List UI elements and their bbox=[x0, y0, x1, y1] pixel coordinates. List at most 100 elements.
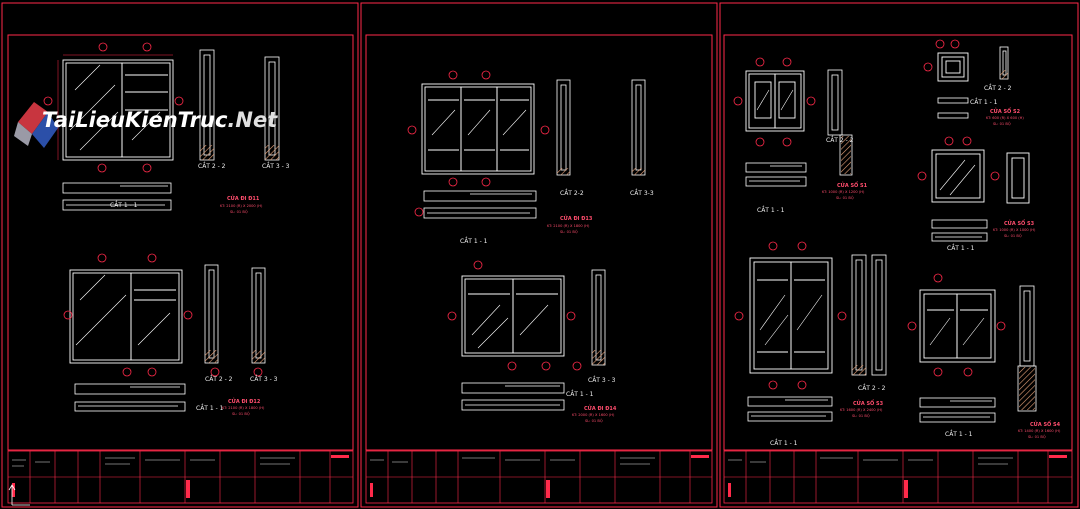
door-d14-elevation bbox=[461, 275, 565, 357]
d11-section-2-2 bbox=[199, 49, 280, 161]
s1-title: CỬA SỔ S1 bbox=[837, 181, 868, 189]
s4-title: CỬA SỔ S4 bbox=[1030, 420, 1061, 428]
sheet-1-outer-frame bbox=[1, 2, 359, 508]
s2-qty: SL: 01 BỘ bbox=[993, 121, 1011, 126]
window-s3b-elevation bbox=[749, 257, 833, 374]
s1-section-a-label: CẮT 1 - 1 bbox=[757, 206, 785, 214]
d11-spec: KT: 2100 (R) X 2000 (H) bbox=[220, 204, 263, 208]
d11-qty: SL: 01 BỘ bbox=[230, 209, 248, 214]
d12-title: CỬA ĐI Đ12 bbox=[228, 397, 261, 405]
d11-axis-bubbles bbox=[43, 42, 184, 173]
d11-section-hatch bbox=[200, 145, 279, 160]
d14-spec: KT: 2000 (R) X 1600 (H) bbox=[572, 413, 615, 417]
sheet-3-content: CẮT 2 - 2 CẮT 1 - 1 CỬA SỔ S1 KT: 1000 (… bbox=[733, 39, 1061, 447]
s3-qty: SL: 01 BỘ bbox=[1004, 233, 1022, 238]
s1-qty: SL: 01 BỘ bbox=[836, 195, 854, 200]
s1-section-b-label: CẮT 2 - 2 bbox=[826, 136, 854, 144]
d14-section-a-label: CẮT 1 - 1 bbox=[566, 390, 594, 398]
d14-section-hatch bbox=[592, 350, 605, 365]
d14-qty: SL: 01 BỘ bbox=[585, 418, 603, 423]
d13-section-b-label: CẮT 2-2 bbox=[560, 189, 584, 197]
d11-title: CỬA ĐI Đ11 bbox=[227, 194, 260, 202]
s3b-section bbox=[851, 254, 887, 376]
s3-title: CỬA SỔ S3 bbox=[1004, 219, 1035, 227]
sheet-3-drawing-area bbox=[723, 34, 1073, 451]
window-s4-elevation bbox=[919, 289, 996, 363]
d12-qty: SL: 01 BỘ bbox=[232, 411, 250, 416]
d14-section-b-label: CẮT 3 - 3 bbox=[588, 376, 616, 384]
s4-spec: KT: 1400 (R) X 1600 (H) bbox=[1018, 429, 1061, 433]
s4-section-hatch bbox=[1019, 367, 1035, 410]
s2-section-b-label: CẮT 2 - 2 bbox=[984, 84, 1012, 92]
sheet-3-labels: CẮT 2 - 2 CẮT 1 - 1 CỬA SỔ S1 KT: 1000 (… bbox=[757, 84, 1061, 447]
sheet-3-outer-frame bbox=[719, 2, 1079, 508]
s1-axis-bubbles bbox=[733, 57, 816, 147]
d11-plan-cut-1-1 bbox=[62, 182, 172, 211]
watermark: TaiLieuKienTruc.Net bbox=[14, 102, 278, 148]
s2-section-hatch bbox=[1000, 70, 1008, 79]
s4-plan-cut bbox=[919, 397, 996, 423]
d13-qty: SL: 01 BỘ bbox=[560, 229, 578, 234]
d13-axis-bubbles bbox=[407, 70, 550, 217]
d13-sections bbox=[556, 79, 646, 176]
door-d11-elevation bbox=[62, 59, 174, 161]
svg-text:TaiLieuKienTruc.Net: TaiLieuKienTruc.Net bbox=[42, 108, 278, 132]
ucs-axis-icon bbox=[8, 484, 30, 506]
d14-plan-cut bbox=[461, 382, 565, 411]
d12-section-c-label: CẮT 3 - 3 bbox=[250, 375, 278, 383]
s3-section-a-label: CẮT 1 - 1 bbox=[947, 244, 975, 252]
watermark-brand-main: TaiLieuKienTruc bbox=[42, 108, 228, 132]
s2-section-a-label: CẮT 1 - 1 bbox=[970, 98, 998, 106]
d12-spec: KT: 2100 (R) X 1800 (H) bbox=[222, 406, 265, 410]
sheet-2-outer-frame bbox=[360, 2, 718, 508]
s3b-section-b-label: CẮT 2 - 2 bbox=[858, 384, 886, 392]
d12-section-a-label: CẮT 1 - 1 bbox=[196, 404, 224, 412]
title-block-micro-text bbox=[12, 457, 1013, 467]
s2-spec: KT: 600 (R) X 600 (H) bbox=[986, 116, 1024, 120]
window-s2-elevation bbox=[937, 52, 969, 82]
s4-axis-bubbles bbox=[907, 273, 1006, 377]
s3b-spec: KT: 1600 (R) X 2400 (H) bbox=[840, 408, 883, 412]
s3b-plan-cut bbox=[747, 396, 833, 422]
d13-plan-cut bbox=[423, 190, 537, 219]
watermark-brand-tld: .Net bbox=[227, 108, 278, 132]
d12-section-lines bbox=[204, 264, 266, 364]
title-block-red-stamps bbox=[12, 455, 1067, 498]
s3b-section-a-label: CẮT 1 - 1 bbox=[770, 439, 798, 447]
sheet-1-drawing-area bbox=[7, 34, 354, 451]
d12-section-hatch bbox=[205, 350, 265, 363]
d13-spec: KT: 2100 (R) X 1800 (H) bbox=[547, 224, 590, 228]
d11-section-a-label: CẮT 1 - 1 bbox=[110, 201, 138, 209]
s4-section-a-label: CẮT 1 - 1 bbox=[945, 430, 973, 438]
s1-section-hatch bbox=[841, 136, 851, 174]
s3b-title: CỬA SỔ S3 bbox=[853, 399, 884, 407]
d13-section-a-label: CẮT 1 - 1 bbox=[460, 237, 488, 245]
window-s1-elevation bbox=[745, 70, 805, 132]
s3-plan-cut bbox=[931, 219, 988, 242]
d14-title: CỬA ĐI Đ14 bbox=[584, 404, 617, 412]
d13-section-hatch bbox=[557, 168, 645, 175]
sheet-2-labels: CẮT 2-2 CẮT 3-3 CẮT 1 - 1 CỬA ĐI Đ13 KT:… bbox=[460, 189, 654, 423]
d12-plan-cut-1-1 bbox=[74, 383, 186, 412]
d13-section-c-label: CẮT 3-3 bbox=[630, 189, 654, 197]
s4-qty: SL: 01 BỘ bbox=[1028, 434, 1046, 439]
s2-title: CỬA SỔ S2 bbox=[990, 107, 1021, 115]
s1-section bbox=[827, 69, 853, 176]
title-blocks bbox=[7, 450, 1073, 504]
sheet-1-content: CẮT 2 - 2 CẮT 3 - 3 CẮT 1 - 1 CỬA ĐI Đ11… bbox=[43, 42, 290, 416]
s3b-qty: SL: 01 BỘ bbox=[852, 413, 870, 418]
s3-axis-bubbles bbox=[917, 136, 1000, 181]
d11-dimension-lines bbox=[57, 54, 173, 160]
s3b-section-hatch bbox=[852, 365, 866, 375]
s2-section bbox=[937, 46, 1009, 119]
d14-axis-bubbles bbox=[447, 260, 582, 371]
d11-section-b-label: CẮT 2 - 2 bbox=[198, 162, 226, 170]
s1-plan-cut bbox=[745, 162, 807, 187]
d12-section-b-label: CẮT 2 - 2 bbox=[205, 375, 233, 383]
sheet-1-labels: CẮT 2 - 2 CẮT 3 - 3 CẮT 1 - 1 CỬA ĐI Đ11… bbox=[110, 162, 290, 416]
door-d12-elevation bbox=[69, 269, 183, 364]
blueprint-cube-logo-icon bbox=[14, 102, 58, 148]
d11-section-c-label: CẮT 3 - 3 bbox=[262, 162, 290, 170]
